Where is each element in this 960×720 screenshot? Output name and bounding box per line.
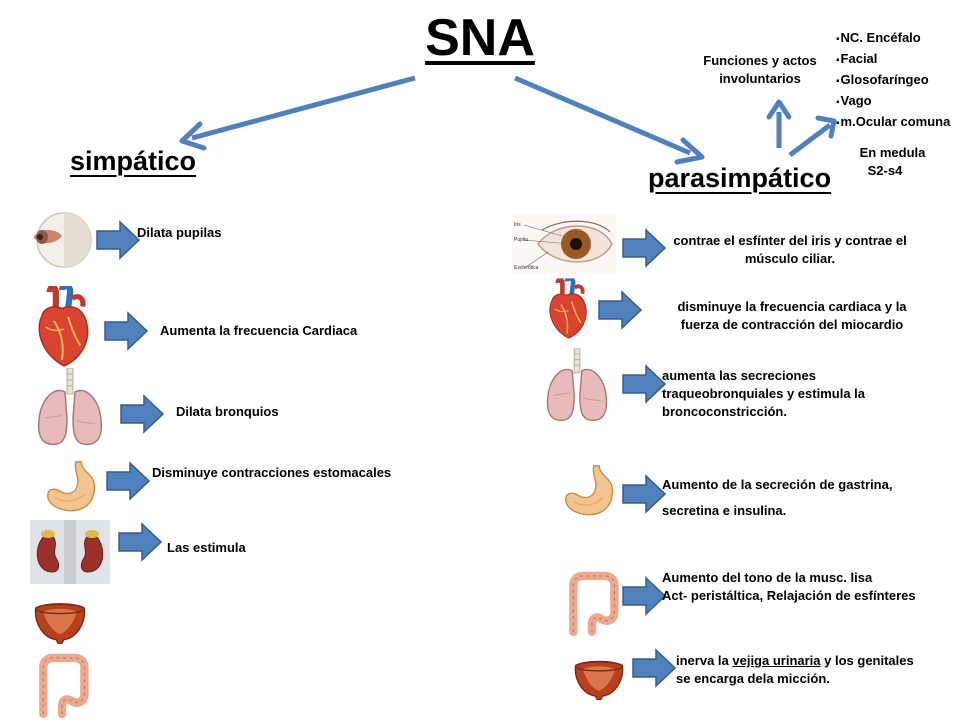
parasimpatico-text-5: Aumento del tono de la musc. lisa Act- p…: [662, 569, 952, 605]
parasimpatico-text-6-pre: inerva la: [676, 653, 733, 668]
parasimpatico-arrow-4: [622, 474, 666, 514]
bladder-icon: [32, 600, 88, 644]
bladder-icon: [572, 658, 626, 700]
heart-icon: [544, 278, 590, 340]
funciones-text: Funciones y actos involuntarios: [703, 53, 817, 86]
parasimpatico-text-6: inerva la vejiga urinaria y los genitale…: [676, 652, 926, 688]
parasimpatico-text-2: disminuye la frecuencia cardiaca y la fu…: [677, 299, 907, 332]
nervio-item: NC. Encéfalo: [836, 28, 954, 49]
nervio-item: Facial: [836, 49, 954, 70]
eye-icon: [34, 212, 92, 268]
intestine-icon: [34, 652, 90, 718]
eye-diagram-icon: [512, 214, 616, 274]
eye-label-pupila: Pupila: [514, 237, 528, 243]
parasimpatico-text-5-line2: Act- peristáltica, Relajación de esfínte…: [662, 588, 916, 603]
eye-label-iris: Iris: [514, 222, 521, 228]
lungs-icon: [544, 346, 610, 426]
simpatico-arrow-4: [106, 461, 150, 501]
parasimpatico-heading: parasimpático: [648, 163, 832, 193]
parasimpatico-text-6-post: y los genitales se encarga dela micción.: [676, 653, 914, 686]
medula-line2: S2-s4: [867, 163, 903, 178]
parasimpatico-text-1: contrae el esfínter del iris y contrae e…: [673, 233, 907, 266]
simpatico-arrow-3: [120, 394, 164, 434]
simpatico-text-4: Disminuye contracciones estomacales: [152, 465, 392, 480]
simpatico-heading: simpático: [70, 146, 197, 176]
simpatico-arrow-2: [104, 311, 148, 351]
arrow-to-nervios: [788, 123, 832, 157]
nervios-list: NC. Encéfalo Facial Glosofaríngeo Vago m…: [836, 28, 954, 133]
simpatico-text-5: Las estimula: [167, 540, 246, 555]
simpatico-text-2: Aumenta la frecuencia Cardiaca: [160, 323, 358, 338]
simpatico-arrow-5: [118, 522, 162, 562]
arrow-to-parasimpatico: [514, 75, 691, 156]
simpatico-text-3: Dilata bronquios: [176, 404, 279, 419]
simpatico-arrow-1: [96, 220, 140, 260]
stomach-icon: [562, 464, 618, 520]
parasimpatico-text-4: Aumento de la secreción de gastrina, sec…: [662, 477, 893, 518]
parasimpatico-arrow-3: [622, 364, 666, 404]
diagram-title: SNA: [425, 9, 535, 67]
eye-label-esclera: Esclerótica: [514, 265, 539, 271]
parasimpatico-text-5-line1: Aumento del tono de la musc. lisa: [662, 570, 873, 585]
simpatico-text-1: Dilata pupilas: [137, 225, 222, 240]
nervio-item: m.Ocular comuna: [836, 112, 954, 133]
parasimpatico-arrow-6: [632, 648, 676, 688]
parasimpatico-arrow-2: [598, 290, 642, 330]
arrow-to-simpatico: [191, 75, 416, 141]
lungs-icon: [34, 368, 106, 448]
heart-icon: [30, 286, 94, 368]
parasimpatico-arrow-5: [622, 576, 666, 616]
stomach-icon: [44, 460, 100, 516]
nervio-item: Vago: [836, 91, 954, 112]
parasimpatico-text-3: aumenta las secreciones traqueobronquial…: [662, 368, 865, 419]
kidneys-icon: [30, 520, 110, 584]
medula-line1: En medula: [859, 145, 926, 160]
intestine-icon: [564, 570, 620, 636]
nervio-item: Glosofaríngeo: [836, 70, 954, 91]
vejiga-urinaria-link: vejiga urinaria: [732, 653, 821, 668]
